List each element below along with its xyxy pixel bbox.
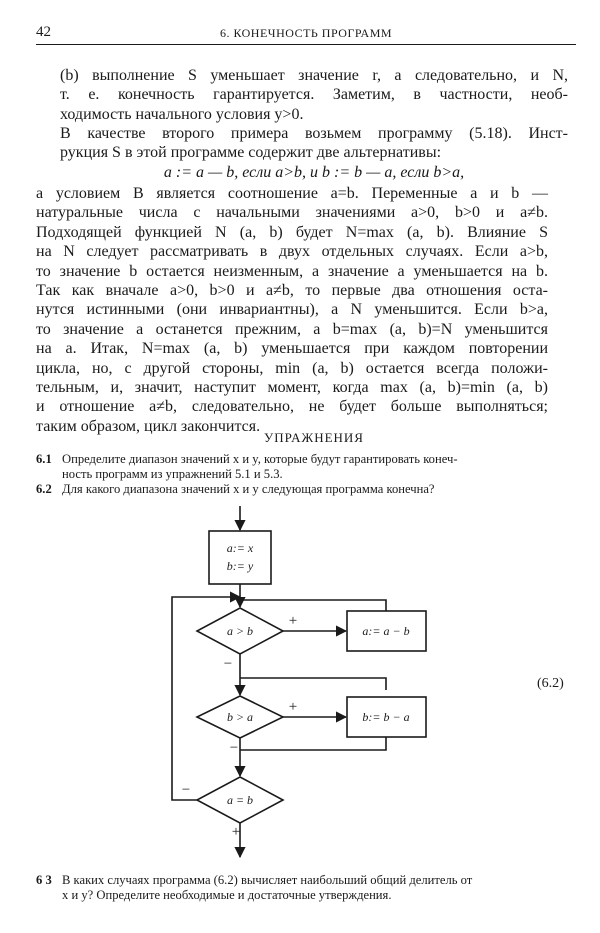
paragraph-2: В качестве второго примера возьмем прогр…: [60, 124, 568, 163]
exercise-6-1: 6.1 Определите диапазон значений x и y, к…: [36, 452, 568, 482]
exercise-text: ность программ из упражнений 5.1 и 5.3.: [62, 467, 283, 481]
decision-label: a > b: [227, 624, 253, 638]
decision-label: b > a: [227, 710, 253, 724]
exercise-6-2: 6.2 Для какого диапазона значений x и y с…: [36, 482, 568, 497]
init-line-1: a:= x: [227, 541, 254, 555]
body-line: (b) выполнение S уменьшает значение r, а…: [60, 67, 568, 84]
body-line: а условием B является соотношение a=b. П…: [36, 185, 549, 202]
paragraph-3: а условием B является соотношение a=b. П…: [36, 184, 548, 436]
action-label: b:= b − a: [362, 710, 409, 724]
body-line: и отношение a≠b, следовательно, не будет…: [36, 398, 548, 416]
exercise-text: В каких случаях программа (6.2) вычисляе…: [62, 873, 473, 887]
paragraph-1: (b) выполнение S уменьшает значение r, а…: [60, 66, 568, 124]
body-line: рукция S в этой программе содержит две а…: [60, 144, 442, 162]
decision-label: a = b: [227, 793, 253, 807]
plus-sign: +: [289, 613, 297, 629]
plus-sign: +: [289, 699, 297, 715]
init-box: [208, 530, 272, 585]
body-line: на N следует рассматривать в двух отдель…: [36, 243, 548, 261]
body-line: таким образом, цикл закончится.: [36, 417, 261, 435]
page-header: 42 6. КОНЕЧНОСТЬ ПРОГРАММ: [36, 24, 576, 45]
flowchart-6-2: a:= x b:= y a > b b > a a = b a:= a − b …: [171, 506, 427, 859]
exercise-text: x и y? Определите необходимые и достаточ…: [62, 888, 392, 902]
body-line: натуральные числа с начальными значениям…: [36, 204, 548, 222]
exercise-text: Определите диапазон значений x и y, кото…: [62, 452, 458, 466]
exercise-number: 6.1: [36, 452, 52, 466]
exercises-title: УПРАЖНЕНИЯ: [264, 430, 364, 445]
minus-sign: −: [182, 782, 190, 798]
minus-sign: −: [230, 740, 238, 756]
running-title: 6. КОНЕЧНОСТЬ ПРОГРАММ: [219, 26, 393, 40]
init-line-2: b:= y: [227, 559, 254, 573]
body-line: Так как вначале a>0, b>0 и a≠b, то первы…: [36, 282, 548, 300]
body-line: то значение a останется прежним, а b=max…: [36, 320, 548, 338]
body-line: цикла, но, с другой стороны, min (a, b) …: [36, 359, 548, 377]
body-line: т. е. конечность гарантируется. Заметим,…: [60, 86, 568, 104]
body-line: Подходящей функцией N (a, b) будет N=max…: [36, 223, 548, 241]
page-number: 42: [36, 24, 51, 40]
exercise-number: 6.2: [36, 482, 52, 496]
minus-sign: −: [224, 656, 232, 672]
body-line: нутся истинными (они инвариантны), а N у…: [36, 301, 548, 319]
body-line: тельным, и, значит, наступит момент, ког…: [36, 379, 548, 397]
equation-label: (6.2): [537, 676, 564, 691]
body-line: на a. Итак, N=max (a, b) уменьшается при…: [36, 340, 548, 358]
body-line: a := a — b, если a>b, и b := b — a, если…: [163, 164, 465, 181]
exercise-number: 6 3: [36, 873, 52, 887]
body-line: В качестве второго примера возьмем прогр…: [60, 125, 568, 142]
body-line: то значение b остается неизменным, а зна…: [36, 262, 548, 280]
plus-sign: +: [232, 824, 240, 840]
exercise-text: Для какого диапазона значений x и y след…: [62, 482, 435, 496]
formula-alternatives: a := a — b, если a>b, и b := b — a, если…: [60, 163, 568, 182]
body-line: ходимость начального условия y>0.: [60, 105, 304, 123]
exercise-6-3: 6 3 В каких случаях программа (6.2) вычис…: [36, 873, 568, 903]
action-label: a:= a − b: [362, 624, 409, 638]
